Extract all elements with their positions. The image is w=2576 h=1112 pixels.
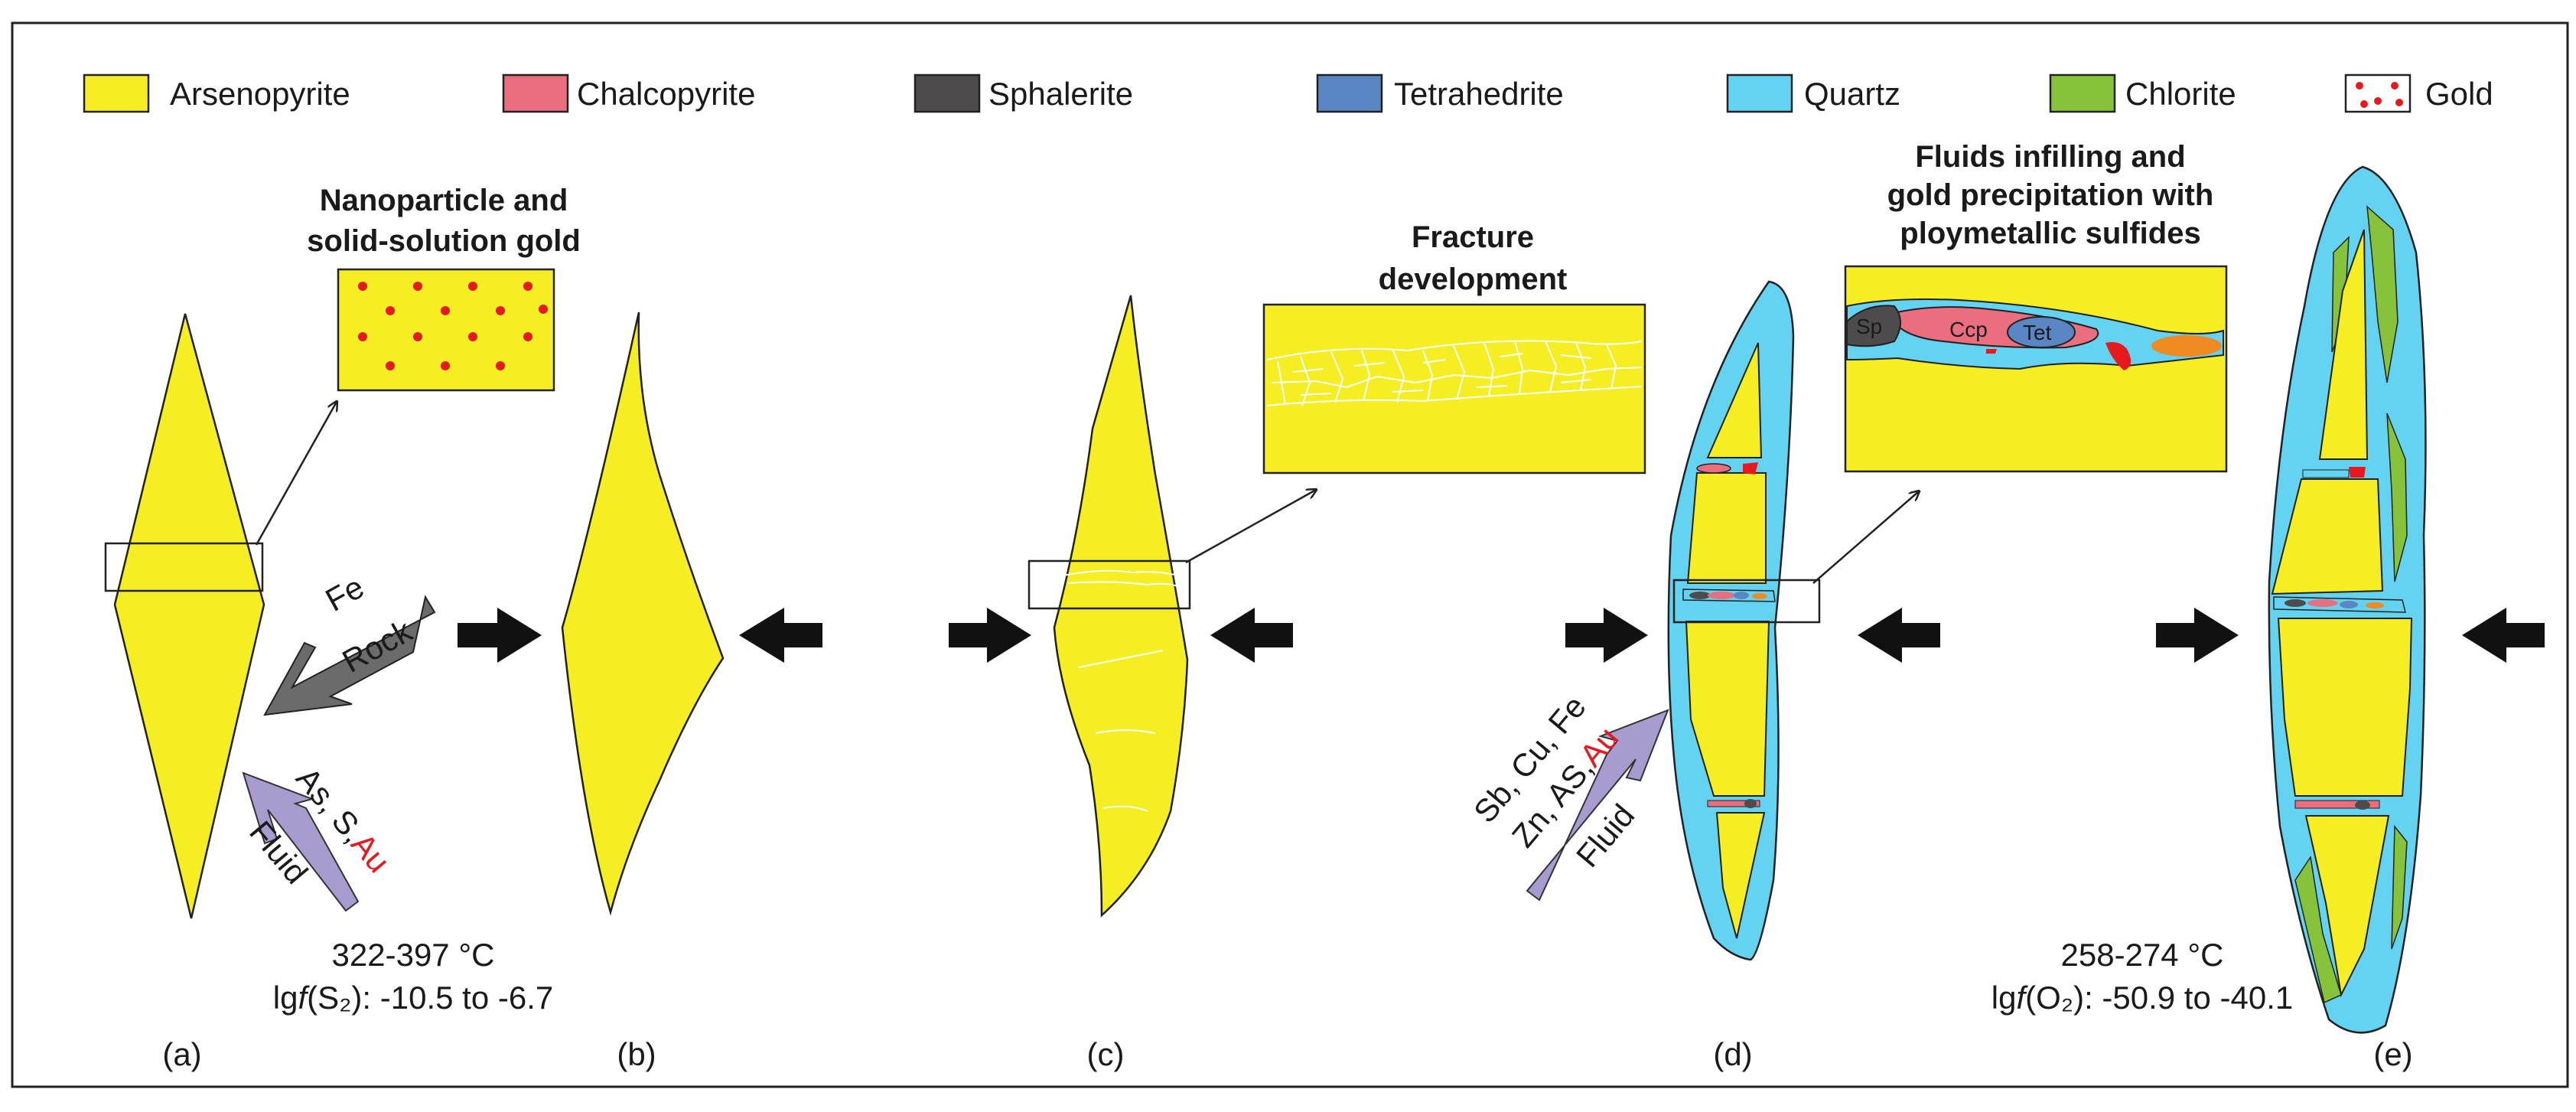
legend-label-arsenopyrite: Arsenopyrite (170, 76, 350, 112)
panel-c: Fracture development (c) (949, 220, 1646, 1072)
inset-fracture-development (1262, 303, 1646, 474)
legend: Arsenopyrite Chalcopyrite Sphalerite Tet… (83, 73, 2493, 113)
inset-title-infill-line3: ploymetallic sulfides (1900, 217, 2200, 250)
compression-arrow-d-right (1858, 608, 1940, 663)
legend-swatch-tetrahedrite (1316, 73, 1383, 113)
legend-label-sphalerite: Sphalerite (988, 76, 1133, 112)
arsenopyrite-lower-e (2277, 618, 2413, 797)
legend-swatch-chalcopyrite (502, 73, 569, 113)
compression-arrow-e-right (2462, 608, 2545, 663)
arsenopyrite-crystal-a (113, 313, 265, 919)
compression-arrow-c-right (1210, 608, 1293, 663)
legend-label-chlorite: Chlorite (2125, 76, 2236, 112)
panel-label-b: (b) (617, 1036, 656, 1072)
zoom-box-c (1027, 559, 1191, 610)
legend-swatch-sphalerite (913, 73, 981, 113)
mineral-label-sp: Sp (1856, 315, 1882, 338)
arsenopyrite-bottom-d (1715, 812, 1766, 939)
sulfide-veinlets-d (1682, 462, 1776, 808)
arsenopyrite-bottom-e (2304, 815, 2390, 998)
panel-e: 258-274 °C lgf(O₂): -50.9 to -40.1 (e) (1991, 165, 2545, 1072)
mineral-label-tet: Tet (2023, 321, 2052, 344)
compression-arrow-b-right (739, 608, 822, 663)
temperature-e: 258-274 °C (2061, 937, 2224, 973)
legend-swatch-quartz (1726, 73, 1793, 113)
panel-label-e: (e) (2373, 1036, 2412, 1072)
orange-grain-inset (2151, 335, 2222, 357)
arsenopyrite-middle-d (1686, 472, 1767, 584)
fluid-arrow-a (242, 771, 360, 912)
panel-d: Fluids infilling and gold precipitation … (1467, 140, 2228, 1072)
zoom-arrow-a (255, 402, 337, 546)
inset-title-fracture-line1: Fracture (1412, 220, 1534, 254)
legend-swatch-arsenopyrite (83, 73, 150, 113)
fe-rock-arrow (263, 595, 436, 716)
arsenopyrite-upper-d (1706, 342, 1763, 458)
gold-speck-inset (1986, 349, 1997, 354)
zoom-arrow-d (1812, 491, 1919, 584)
label-fluid-d: Fluid (1569, 797, 1642, 874)
legend-swatch-chlorite (2049, 73, 2116, 113)
legend-swatch-gold (2344, 73, 2412, 113)
inset-nanoparticle-gold (337, 268, 555, 392)
zoom-box-d (1672, 579, 1821, 624)
legend-label-quartz: Quartz (1804, 76, 1900, 112)
arsenopyrite-upper-e (2318, 229, 2369, 460)
figure-frame (11, 21, 2569, 1088)
mineral-label-ccp: Ccp (1949, 318, 1988, 341)
panel-label-a: (a) (162, 1036, 201, 1072)
legend-label-gold: Gold (2425, 76, 2493, 112)
panel-label-c: (c) (1087, 1036, 1125, 1072)
chlorite-bands-e (2294, 205, 2408, 1004)
arsenopyrite-crystal-b (561, 311, 725, 916)
inset-title-nano-line2: solid-solution gold (307, 224, 581, 258)
zoom-box-a (104, 542, 264, 592)
fugacity-a: lgf(S₂): -10.5 to -6.7 (273, 980, 553, 1016)
sphalerite-inset (1846, 305, 1901, 347)
inset-title-infill-line1: Fluids infilling and (1915, 140, 2185, 174)
panel-label-d: (d) (1713, 1036, 1752, 1072)
compression-arrow-b-left (458, 608, 542, 663)
sulfide-veinlets-e (2273, 467, 2406, 810)
temperature-a: 322-397 °C (332, 937, 495, 973)
legend-label-tetrahedrite: Tetrahedrite (1394, 76, 1564, 112)
fluid-arrow-d (1526, 709, 1669, 902)
panel-b: (b) (458, 311, 822, 1072)
compression-arrow-e-left (2156, 608, 2239, 663)
tetrahedrite-inset (2007, 316, 2076, 348)
inset-title-nano-line1: Nanoparticle and (320, 184, 568, 217)
arsenopyrite-crystal-c (1053, 295, 1189, 918)
inset-fluid-infilling: Sp Ccp Tet (1844, 265, 2228, 473)
gold-grain-inset (2105, 342, 2131, 370)
compression-arrow-d-left (1565, 608, 1648, 663)
inset-title-infill-line2: gold precipitation with (1887, 178, 2214, 212)
zoom-arrow-c (1185, 490, 1316, 564)
legend-label-chalcopyrite: Chalcopyrite (577, 76, 755, 112)
arsenopyrite-middle-e (2271, 478, 2384, 595)
compression-arrow-c-left (949, 608, 1031, 663)
label-fe: Fe (320, 569, 370, 618)
fugacity-e: lgf(O₂): -50.9 to -40.1 (1991, 980, 2293, 1016)
fracture-lines-c (1063, 569, 1183, 812)
inset-title-fracture-line2: development (1379, 263, 1568, 296)
